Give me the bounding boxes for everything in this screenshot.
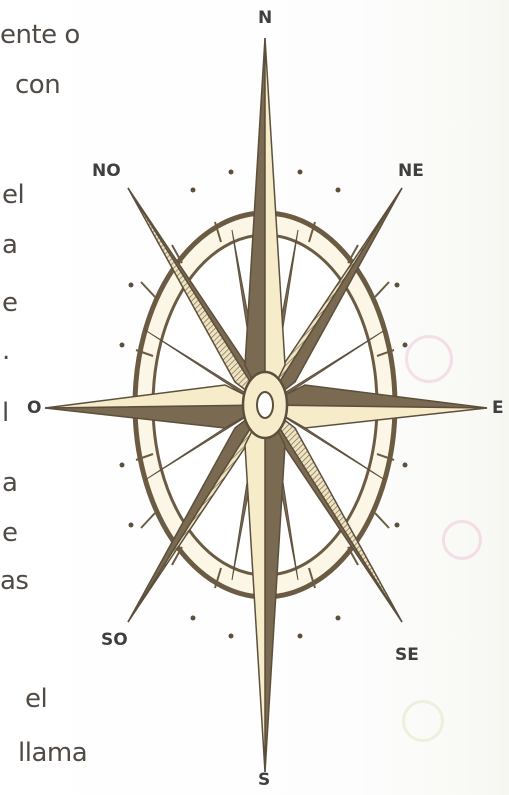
center-hub (243, 372, 287, 438)
east-label: E (492, 400, 504, 417)
northwest-label: NO (92, 163, 121, 180)
southeast-label: SE (395, 647, 419, 664)
northeast-label: NE (398, 163, 424, 180)
southwest-label: SO (101, 632, 128, 649)
south-label: S (258, 772, 270, 789)
west-label: O (27, 400, 41, 417)
north-label: N (258, 10, 272, 27)
